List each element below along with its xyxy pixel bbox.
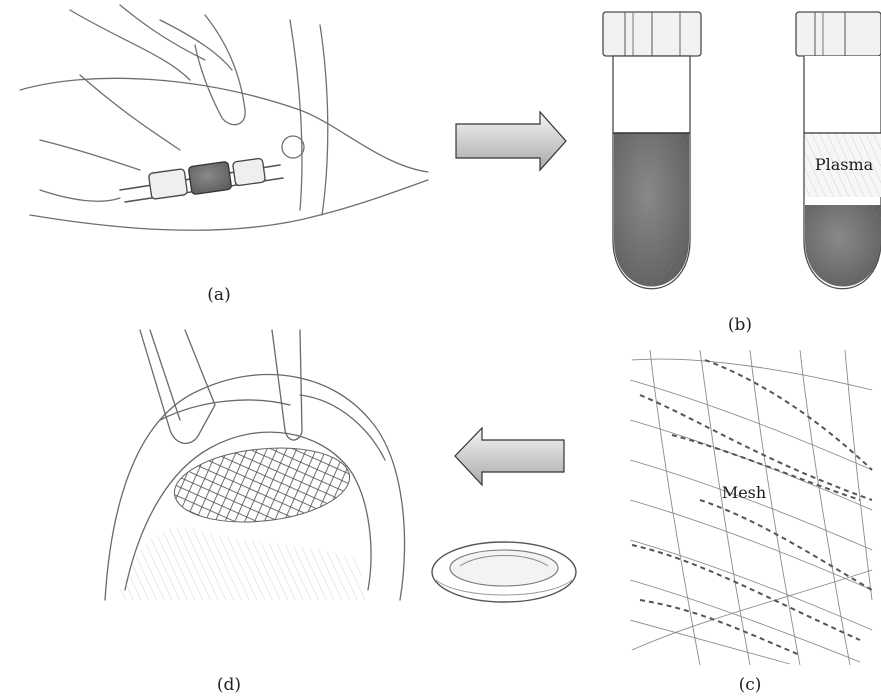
plasma-label: Plasma (815, 155, 874, 174)
mesh-implant (171, 440, 354, 530)
panel-b-whole-blood-tube (603, 12, 701, 289)
panel-b-label: (b) (728, 315, 752, 335)
mesh-label: Mesh (722, 483, 766, 502)
kidney-dish-icon (432, 542, 576, 602)
panel-c-mesh-sketch (628, 350, 873, 665)
panel-b-separated-plasma-tube (796, 12, 881, 289)
panel-a-label: (a) (207, 285, 230, 305)
panel-c-label: (c) (739, 675, 762, 695)
right-arrow-icon (456, 112, 566, 170)
left-arrow-icon (455, 428, 564, 485)
tissue-shading (120, 528, 365, 601)
panel-a-blood-draw-sketch (20, 5, 428, 230)
panel-d-label: (d) (217, 675, 241, 695)
